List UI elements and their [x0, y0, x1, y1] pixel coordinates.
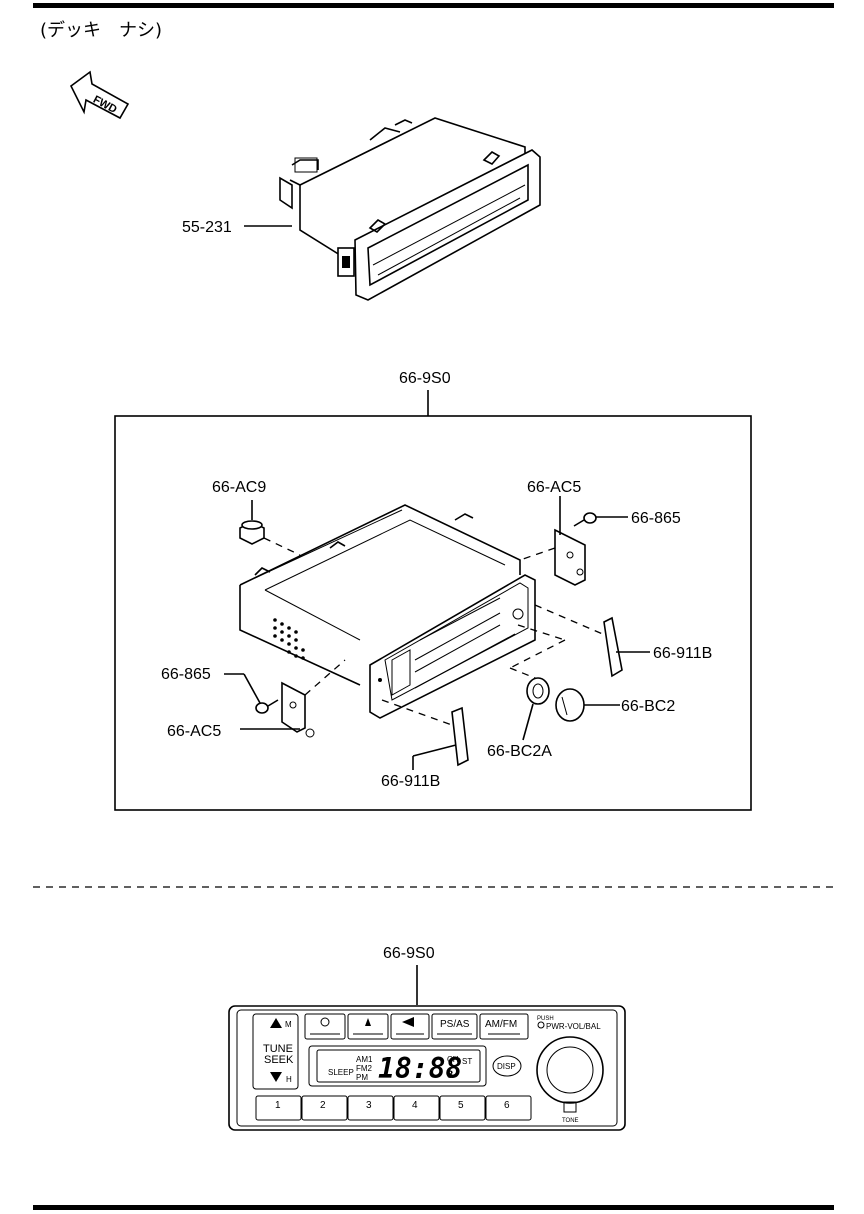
preset-label-1: 1 — [275, 1100, 281, 1111]
tune-label: TUNE — [263, 1043, 293, 1055]
ps-as-label: PS/AS — [440, 1019, 470, 1030]
label-audio-unit-top: 66-9S0 — [399, 370, 451, 387]
pwr-vol-bal-label: PWR-VOL/BAL — [546, 1022, 601, 1031]
dash-knob-a — [517, 624, 566, 641]
volume-knob-inner — [546, 1046, 594, 1094]
label-pocket: 55-231 — [182, 219, 232, 236]
exploded-view-frame — [114, 415, 752, 811]
preset-label-5: 5 — [458, 1100, 464, 1111]
top-rule — [33, 3, 834, 8]
bottom-rule — [33, 1205, 834, 1210]
tone-label: TONE — [562, 1118, 579, 1124]
seek-label: SEEK — [264, 1054, 294, 1066]
dash-trim-right — [534, 604, 606, 636]
eject-button — [390, 1013, 430, 1040]
display-inner — [316, 1049, 481, 1083]
preset-button-6 — [485, 1095, 532, 1121]
tape-button — [347, 1013, 389, 1040]
preset-button-3 — [347, 1095, 394, 1121]
pocket-drawing — [279, 117, 541, 301]
fwd-arrow-icon: FWD — [69, 70, 130, 120]
ch-label: CH — [447, 1055, 459, 1064]
label-screw-right: 66-865 — [631, 510, 681, 527]
disp-label: DISP — [497, 1062, 516, 1071]
dash-bracket-right — [519, 547, 556, 561]
label-knob: 66-BC2 — [621, 698, 675, 715]
tune-up-icon — [270, 1018, 282, 1028]
knob-drawing — [555, 688, 585, 722]
h-label: H — [286, 1075, 292, 1084]
preset-button-5 — [439, 1095, 486, 1121]
am-fm-button — [479, 1013, 529, 1040]
preset-button-2 — [301, 1095, 348, 1121]
eject-icon — [402, 1017, 414, 1027]
trim-bottom-drawing — [451, 706, 469, 767]
am-fm-label: AM/FM — [485, 1019, 517, 1030]
dash-cap — [263, 537, 301, 556]
power-dot-icon — [537, 1021, 545, 1029]
ps-as-button — [431, 1013, 478, 1040]
tune-down-icon — [270, 1072, 282, 1082]
leader-screw-left-b — [243, 673, 261, 704]
label-trim-right: 66-911B — [653, 645, 712, 662]
figure-icon — [365, 1018, 371, 1026]
trim-right-drawing — [603, 616, 623, 678]
preset-label-4: 4 — [412, 1100, 418, 1111]
push-label: PUSH — [537, 1016, 554, 1022]
screw-left-drawing — [255, 699, 279, 714]
sleep-label: SLEEP — [328, 1068, 354, 1077]
bracket-right-drawing — [554, 528, 586, 586]
bracket-left-drawing — [281, 681, 315, 738]
ring-drawing — [526, 677, 550, 705]
frequency-digits: 18:88 — [378, 1052, 462, 1085]
small-digit: 8 — [447, 1069, 453, 1081]
leader-trim-bottom-b — [412, 744, 457, 757]
pm-label: PM — [356, 1073, 368, 1082]
cap-drawing — [239, 520, 265, 545]
disp-button — [492, 1055, 522, 1077]
preset-button-1 — [255, 1095, 302, 1121]
preset-label-3: 3 — [366, 1100, 372, 1111]
label-cap: 66-AC9 — [212, 479, 266, 496]
leader-ring — [522, 703, 534, 741]
label-trim-bottom: 66-911B — [381, 773, 440, 790]
label-audio-unit-bottom: 66-9S0 — [383, 945, 435, 962]
volume-knob — [536, 1036, 604, 1104]
preset-button-4 — [393, 1095, 440, 1121]
am1-label: AM1 — [356, 1055, 373, 1064]
display-panel — [308, 1045, 487, 1087]
tone-knob — [563, 1101, 577, 1113]
radio-faceplate: M TUNE SEEK H PS/AS AM/FM SLEEP AM1 FM2 … — [228, 1005, 626, 1131]
label-bracket-left: 66-AC5 — [167, 723, 221, 740]
header-note: (デッキ ナシ) — [40, 20, 162, 41]
audio-unit-drawing — [239, 504, 536, 719]
st-label: ST — [462, 1057, 472, 1066]
preset-label-6: 6 — [504, 1100, 510, 1111]
preset-label-2: 2 — [320, 1100, 326, 1111]
tune-seek-button — [252, 1013, 299, 1090]
label-ring: 66-BC2A — [487, 743, 552, 760]
screw-right-drawing — [573, 512, 597, 527]
dash-bracket-left — [304, 659, 346, 696]
clock-icon — [320, 1017, 330, 1027]
fm2-label: FM2 — [356, 1064, 373, 1073]
dash-knob-b — [509, 639, 566, 669]
label-bracket-right: 66-AC5 — [527, 479, 581, 496]
clock-button — [304, 1013, 346, 1040]
m-label: M — [285, 1020, 292, 1029]
label-screw-left: 66-865 — [161, 666, 211, 683]
